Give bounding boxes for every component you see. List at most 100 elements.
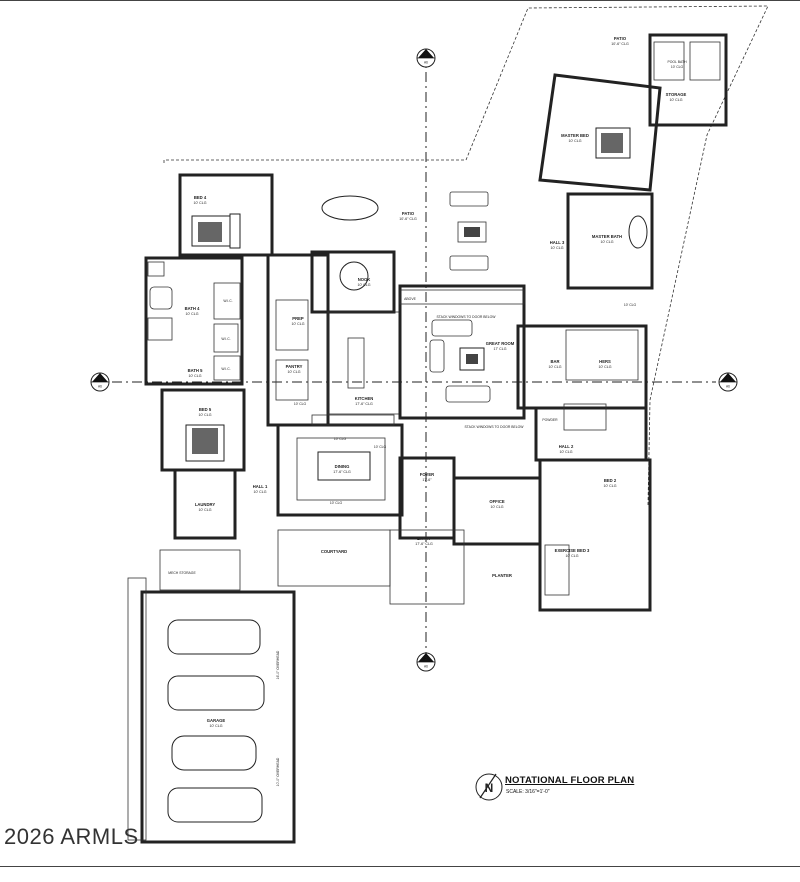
plan-scale: SCALE: 3/16"=1'-0": [506, 789, 550, 795]
room-ceiling-master-bed: 10' CLG: [568, 139, 581, 143]
dining-table: [317, 451, 371, 481]
room-label-bed-2: BED 2: [604, 478, 617, 483]
room-ceiling-patio-main: 10'-6" CLG: [399, 217, 417, 221]
room-label-wic-b: W.I.C.: [221, 337, 230, 341]
bed-furniture-4: [191, 213, 241, 249]
note-ceiling-4: 10' CLG: [624, 303, 637, 307]
room-label-laundry: LAUNDRY: [195, 502, 216, 507]
frame-top-line: [0, 0, 800, 1]
room-label-great-room: GREAT ROOM: [486, 341, 515, 346]
grid-marker-top: 2 A6: [416, 48, 436, 68]
room-ceiling-master-bath: 10' CLG: [600, 240, 613, 244]
plan-title: NOTATIONAL FLOOR PLAN: [505, 775, 635, 786]
room-label-master-bed: MASTER BED: [561, 133, 589, 138]
room-ceiling-nook: 10' CLG: [357, 283, 370, 287]
room-label-patio-main: PATIO: [402, 211, 415, 216]
car-3: [171, 735, 257, 771]
room-label-mech-storage: MECH STORAGE: [168, 571, 196, 575]
room-label-foyer: FOYER: [420, 472, 434, 477]
note-stack-windows-lower: STACK WINDOWS TO DOOR BELOW: [465, 425, 525, 429]
room-label-office: OFFICE: [489, 499, 505, 504]
room-label-prep: PREP: [292, 316, 304, 321]
patio-furniture: [449, 191, 489, 271]
entry-office-walls: [277, 456, 542, 605]
car-1: [167, 619, 261, 655]
grid-marker-num: 2: [425, 657, 427, 661]
note-ceiling-5: 10' CLG: [374, 445, 387, 449]
grid-marker-left: 1 A6: [90, 372, 110, 392]
copyright-watermark: 2026 ARMLS: [4, 824, 139, 849]
note-ceiling-3: 10' CLG: [294, 402, 307, 406]
room-ceiling-hers: 10' CLG: [598, 365, 611, 369]
grid-marker-sheet: A6: [98, 385, 102, 389]
room-ceiling-bed-4: 10' CLG: [193, 201, 206, 205]
room-label-dining: DINING: [335, 464, 350, 469]
room-ceiling-exercise-bed-3: 10' CLG: [565, 554, 578, 558]
room-label-bath-4: BATH 4: [185, 306, 200, 311]
grid-marker-sheet: A6: [424, 61, 428, 65]
patio-table: [321, 195, 379, 221]
grid-marker-num: 1: [727, 377, 729, 381]
room-label-bed-4: BED 4: [194, 195, 207, 200]
frame-bottom-line: [0, 866, 800, 868]
room-label-bar: BAR: [550, 359, 559, 364]
garage-walls: [127, 549, 296, 844]
room-ceiling-entry: 17'-6" CLG: [415, 542, 433, 546]
room-label-planter: PLANTER: [492, 573, 512, 578]
nook-table: [339, 261, 369, 291]
room-label-kitchen: KITCHEN: [355, 396, 374, 401]
room-label-hers: HERS: [599, 359, 611, 364]
room-label-wic-c: W.I.C.: [221, 367, 230, 371]
room-ceiling-hall-3: 10' CLG: [550, 246, 563, 250]
room-ceiling-hall-2: 10' CLG: [559, 450, 572, 454]
room-ceiling-bed-2: 10' CLG: [603, 484, 616, 488]
great-room-walls: [398, 284, 526, 420]
grid-marker-right: 1 A6: [718, 372, 738, 392]
room-label-master-bath: MASTER BATH: [592, 234, 622, 239]
room-label-hall-3: HALL 3: [550, 240, 565, 245]
room-ceiling-office: 10' CLG: [490, 505, 503, 509]
room-label-garage: GARAGE: [207, 718, 226, 723]
room-label-pool-bath: POOL BATH: [667, 60, 687, 64]
room-label-patio-master: PATIO: [614, 36, 627, 41]
room-ceiling-great-room: 17' CLG: [493, 347, 506, 351]
car-2: [167, 675, 265, 711]
room-ceiling-patio-master: 10'-6" CLG: [611, 42, 629, 46]
note-ceiling-2: 10' CLG: [330, 501, 343, 505]
grid-marker-num: 2: [425, 53, 427, 57]
room-ceiling-dining: 17'-6" CLG: [333, 470, 351, 474]
room-label-bath-5: BATH 5: [188, 368, 203, 373]
room-ceiling-storage: 10' CLG: [669, 98, 682, 102]
room-ceiling-bath-5: 10' CLG: [188, 374, 201, 378]
room-label-powder: POWDER: [542, 418, 558, 422]
room-ceiling-laundry: 10' CLG: [198, 508, 211, 512]
svg-text:N: N: [485, 781, 494, 795]
room-ceiling-pantry: 10' CLG: [287, 370, 300, 374]
room-ceiling-bed-5: 10' CLG: [198, 413, 211, 417]
room-label-storage: STORAGE: [666, 92, 687, 97]
note-stack-windows-upper: STACK WINDOWS TO DOOR BELOW: [437, 315, 497, 319]
room-label-entry: ENTRY: [417, 536, 431, 541]
room-ceiling-foyer: 17'-6": [422, 478, 432, 482]
grid-marker-sheet: A6: [424, 665, 428, 669]
room-label-hall-1: HALL 1: [253, 484, 268, 489]
note-overhead-lower: 10'-0" OVERHEAD: [276, 757, 280, 786]
room-ceiling-garage: 10' CLG: [209, 724, 222, 728]
plan-notes: STACK WINDOWS TO DOOR BELOW STACK WINDOW…: [276, 297, 637, 786]
east-wing-walls: [516, 324, 652, 612]
grid-marker-bottom: 2 A6: [416, 652, 436, 672]
central-core-walls: [266, 250, 404, 517]
room-label-wic-a: W.I.C.: [223, 299, 232, 303]
room-label-bed-5: BED 5: [199, 407, 212, 412]
grid-marker-num: 1: [99, 377, 101, 381]
room-ceiling-bar: 10' CLG: [548, 365, 561, 369]
west-wing-walls: [144, 173, 274, 540]
room-ceiling-kitchen: 17'-6" CLG: [355, 402, 373, 406]
note-above: ABOVE: [404, 297, 416, 301]
grid-marker-sheet: A6: [726, 385, 730, 389]
roof-outline: [163, 5, 769, 506]
north-arrow-icon: N: [475, 773, 503, 801]
title-block: NOTATIONAL FLOOR PLAN SCALE: 3/16"=1'-0": [474, 772, 634, 802]
room-ceiling-hall-1: 10' CLG: [253, 490, 266, 494]
